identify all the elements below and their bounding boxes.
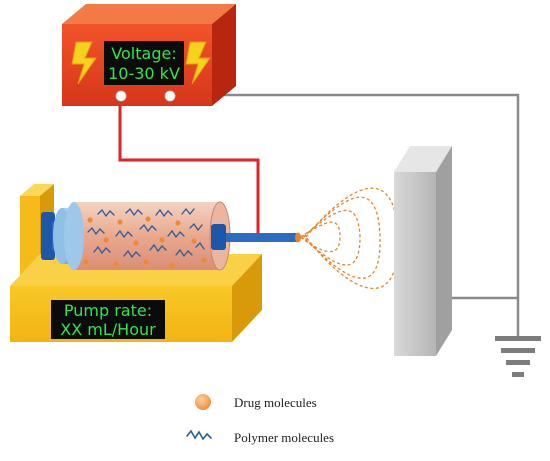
power-supply: Voltage: 10-30 kV xyxy=(62,4,236,106)
legend: Drug molecules Polymer molecules xyxy=(186,394,334,445)
wiring xyxy=(118,93,520,336)
pump-rate-label: Pump rate: xyxy=(64,301,152,320)
lightning-bolt-icon xyxy=(185,41,211,85)
spinning-jet xyxy=(299,187,399,290)
needle xyxy=(226,233,298,242)
pump-rate-value: XX mL/Hour xyxy=(60,320,156,339)
positive-terminal xyxy=(164,90,176,102)
gray-wire-supply xyxy=(176,93,520,336)
drug-molecule-legend-icon xyxy=(195,394,211,410)
voltage-label: Voltage: xyxy=(111,44,176,63)
red-wire xyxy=(118,96,260,235)
syringe-pump: Pump rate: XX mL/Hour xyxy=(10,184,262,342)
polymer-molecules xyxy=(87,207,205,259)
ground-symbol-icon xyxy=(495,336,541,377)
pump-rate-display xyxy=(51,300,165,339)
polymer-molecule-legend-icon xyxy=(186,429,212,441)
syringe xyxy=(41,201,301,271)
voltage-display xyxy=(104,41,184,85)
voltage-value: 10-30 kV xyxy=(108,64,180,83)
drug-molecules xyxy=(83,216,207,268)
polymer-molecules-legend-label: Polymer molecules xyxy=(234,430,334,445)
collector-plate xyxy=(394,146,452,356)
lightning-bolt-icon xyxy=(71,41,97,85)
drug-molecules-legend-label: Drug molecules xyxy=(234,395,317,410)
negative-terminal xyxy=(115,90,127,102)
